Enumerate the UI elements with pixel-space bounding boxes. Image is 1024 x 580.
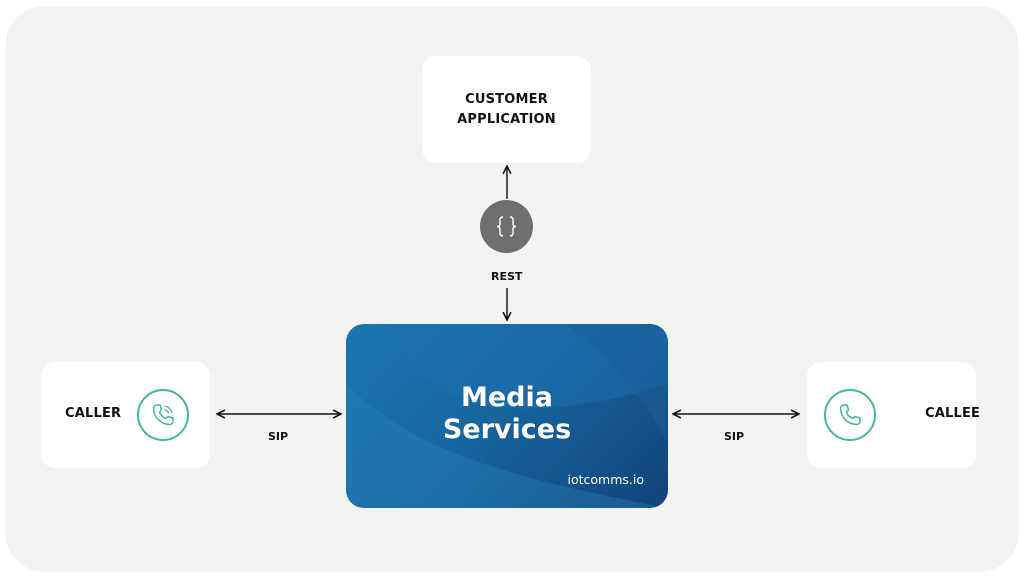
phone-icon bbox=[137, 389, 189, 441]
media-services-title: Media Services bbox=[346, 382, 668, 446]
media-services-card: Media Services iotcomms.io bbox=[346, 324, 668, 508]
rest-label: REST bbox=[491, 270, 523, 283]
customer-application-box: CUSTOMER APPLICATION bbox=[422, 56, 591, 163]
sip-left-label: SIP bbox=[268, 430, 289, 443]
customer-application-label: CUSTOMER APPLICATION bbox=[422, 90, 591, 130]
media-brand-label: iotcomms.io bbox=[567, 472, 644, 487]
customer-label-line1: CUSTOMER bbox=[465, 92, 548, 107]
caller-label: CALLER bbox=[65, 406, 122, 421]
phone-icon bbox=[824, 389, 876, 441]
customer-label-line2: APPLICATION bbox=[457, 112, 556, 127]
media-title-line2: Services bbox=[442, 414, 572, 445]
callee-box: CALLEE bbox=[807, 362, 980, 468]
sip-right-label: SIP bbox=[724, 430, 745, 443]
media-title-line1: Media bbox=[461, 382, 553, 413]
callee-label: CALLEE bbox=[925, 406, 981, 421]
caller-box: CALLER bbox=[41, 362, 210, 468]
card-swoosh-decoration bbox=[346, 324, 668, 508]
curly-braces-icon bbox=[480, 200, 533, 253]
